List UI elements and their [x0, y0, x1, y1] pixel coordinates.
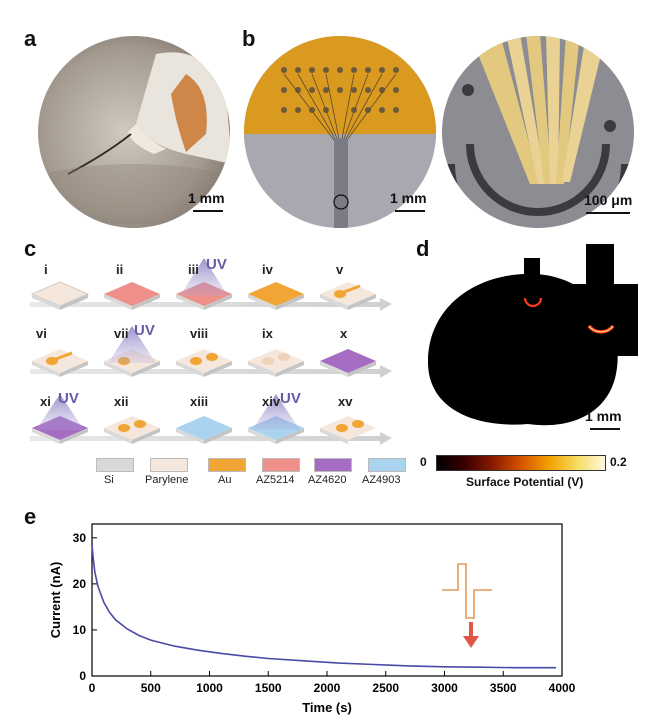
step-label-14: xiv [262, 394, 281, 409]
panel-label-b: b [242, 26, 256, 51]
swatch-au [208, 458, 246, 472]
x-tick-label: 3000 [431, 681, 458, 695]
colorbar-label: Surface Potential (V) [466, 475, 584, 489]
y-tick-label: 20 [73, 577, 87, 591]
step-xi-wafer [32, 394, 88, 444]
waveform-inset [442, 563, 492, 619]
x-tick-label: 0 [89, 681, 96, 695]
x-tick-label: 500 [141, 681, 161, 695]
legend-au: Au [218, 474, 232, 486]
colorbar-min: 0 [420, 455, 427, 469]
step-label-1: i [44, 262, 48, 277]
step-label-2: ii [116, 262, 124, 277]
colorbar-max: 0.2 [610, 455, 627, 469]
panel-b-right-scale-bar [586, 212, 630, 214]
uv-label-4: UV [280, 390, 301, 407]
x-axis-label: Time (s) [302, 700, 352, 715]
x-tick-label: 2500 [372, 681, 399, 695]
arrow-shaft [469, 622, 473, 638]
step-i-wafer [30, 281, 90, 310]
x-tick-label: 2000 [314, 681, 341, 695]
step-label-13: xiii [190, 394, 209, 409]
panel-b-array-photo [244, 36, 436, 228]
arrow-head [463, 636, 479, 648]
x-tick-label: 1000 [196, 681, 223, 695]
step-label-7: vii [114, 326, 129, 341]
panel-d-scale-text: 1 mm [585, 408, 622, 424]
step-viii-wafer [176, 349, 232, 377]
step-v-wafer [320, 282, 376, 310]
x-tick-label: 1500 [255, 681, 282, 695]
step-label-3: iii [188, 262, 199, 277]
panel-b-left-scale-bar [395, 210, 425, 212]
x-tick-label: 3500 [490, 681, 517, 695]
panel-a-scale-text: 1 mm [188, 190, 225, 206]
uv-label-3: UV [58, 390, 79, 407]
step-iv-wafer [248, 282, 304, 310]
legend-az4620: AZ4620 [308, 474, 347, 486]
step-label-8: viii [190, 326, 209, 341]
swatch-si [96, 458, 134, 472]
panel-d-scale-bar [590, 428, 620, 430]
step-label-9: ix [262, 326, 273, 341]
y-tick-label: 10 [73, 623, 87, 637]
swatch-az4903 [368, 458, 406, 472]
legend-az5214: AZ5214 [256, 474, 295, 486]
step-label-6: vi [36, 326, 47, 341]
step-xiv-wafer [248, 394, 304, 444]
step-vi-wafer [32, 349, 88, 377]
plot-frame [91, 523, 563, 677]
panel-b-left-scale-text: 1 mm [390, 190, 427, 206]
step-x-wafer [320, 349, 376, 377]
legend-si: Si [104, 474, 114, 486]
panel-d-simulation [428, 244, 638, 426]
panel-label-d: d [416, 236, 430, 261]
panel-e-chart: 0 500 1000 1500 2000 2500 3000 3500 4000 0 10 20 30T… [48, 523, 576, 715]
y-axis-label: Current (nA) [48, 562, 63, 639]
step-ii-wafer [104, 282, 160, 310]
swatch-az4620 [314, 458, 352, 472]
panel-b-tip-micrograph [442, 36, 634, 228]
step-vii-wafer [104, 326, 160, 377]
panel-label-c: c [24, 236, 37, 261]
panel-label-a: a [24, 26, 37, 51]
step-label-11: xi [40, 394, 51, 409]
step-label-10: x [340, 326, 348, 341]
colorbar [436, 455, 606, 471]
legend-parylene: Parylene [145, 474, 189, 486]
current-trace [91, 544, 557, 669]
y-tick-label: 30 [73, 531, 87, 545]
step-xii-wafer [104, 416, 160, 444]
step-iii-wafer [176, 258, 232, 310]
uv-label-2: UV [134, 322, 155, 339]
panel-label-e: e [24, 504, 37, 529]
legend-az4903: AZ4903 [362, 474, 401, 486]
step-ix-wafer [248, 349, 304, 377]
step-label-5: v [336, 262, 344, 277]
panel-c-process-diagram [30, 258, 392, 445]
panel-b-right-scale-text: 100 μm [584, 192, 633, 208]
panel-a-photo [38, 36, 230, 228]
x-tick-label: 4000 [549, 681, 576, 695]
swatch-az5214 [262, 458, 300, 472]
step-xiii-wafer [176, 416, 232, 444]
y-tick-label: 0 [79, 669, 86, 683]
uv-label-1: UV [206, 256, 227, 273]
step-label-4: iv [262, 262, 273, 277]
swatch-parylene [150, 458, 188, 472]
step-label-12: xii [114, 394, 129, 409]
panel-a-scale-bar [193, 210, 223, 212]
step-xv-wafer [320, 416, 376, 444]
step-label-15: xv [338, 394, 353, 409]
